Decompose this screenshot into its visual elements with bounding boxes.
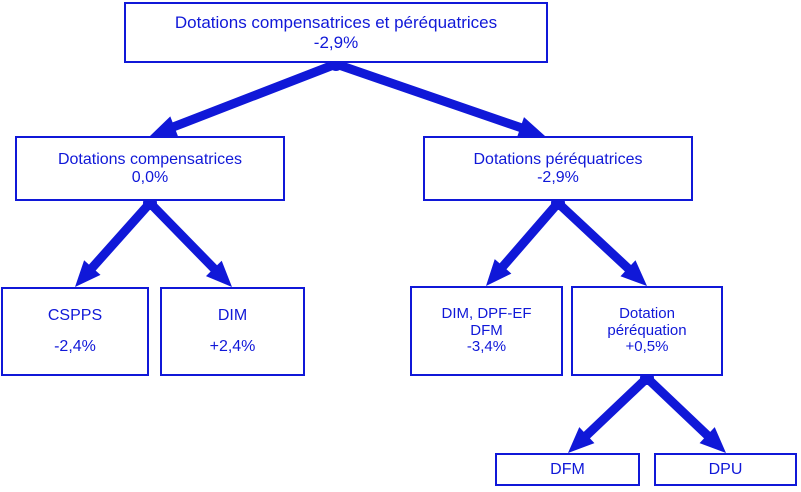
node-dotation-perequation[interactable]: Dotation péréquation +0,5% [571,286,723,376]
node-value: +2,4% [209,338,256,356]
node-label: Dotations compensatrices et péréquatrice… [174,13,498,33]
node-value: -2,4% [54,338,96,356]
node-value: -3,4% [466,338,507,356]
connector-arrow [486,200,562,286]
node-value: -2,9% [537,168,579,186]
node-value: +0,5% [625,338,669,356]
connector-arrow [150,59,338,137]
node-label-second: péréquation [607,321,687,339]
node-dotations-compensatrices-et-perequatrices[interactable]: Dotations compensatrices et péréquatrice… [124,2,548,63]
node-label: CSPPS [47,306,103,324]
node-dim[interactable]: DIM +2,4% [160,287,305,376]
node-label: Dotation [619,304,675,322]
node-label: DPU [708,460,743,478]
node-value: 0,0% [131,168,169,186]
connector-arrow [146,199,232,287]
node-dfm[interactable]: DFM [495,453,640,486]
connector-arrow [554,199,647,286]
node-dotations-compensatrices[interactable]: Dotations compensatrices 0,0% [15,136,285,201]
node-label: Dotations péréquatrices [473,150,643,168]
node-label: DIM, DPF-EF [441,304,532,322]
connector-arrow [75,200,154,287]
connector-arrow [643,374,726,453]
node-label: DFM [550,460,585,478]
node-dim-dpf-ef-dfm[interactable]: DIM, DPF-EF DFM -3,4% [410,286,563,376]
connector-arrow [334,59,545,138]
node-value: -2,9% [313,32,359,52]
node-label: Dotations compensatrices [57,150,243,168]
connector-arrow [568,374,651,453]
node-dotations-perequatrices[interactable]: Dotations péréquatrices -2,9% [423,136,693,201]
node-label: DIM [217,306,248,324]
node-label-second: DFM [470,321,503,339]
node-cspps[interactable]: CSPPS -2,4% [1,287,149,376]
node-dpu[interactable]: DPU [654,453,797,486]
